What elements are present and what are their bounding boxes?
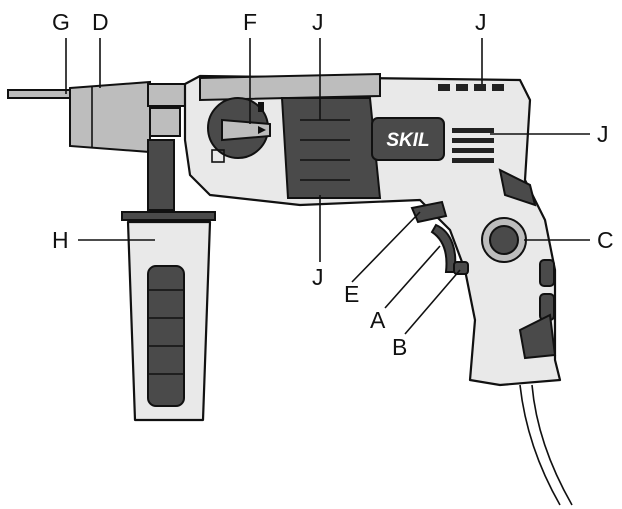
brand-logo: SKIL <box>386 130 429 151</box>
drill-housing <box>183 72 573 506</box>
label-e: E <box>344 281 359 307</box>
label-h: H <box>52 227 69 253</box>
auxiliary-handle <box>121 139 216 422</box>
label-g: G <box>52 9 70 35</box>
label-c: C <box>597 227 614 253</box>
drill-chuck <box>69 80 187 154</box>
label-j-top-right: J <box>475 9 487 35</box>
label-d: D <box>92 9 109 35</box>
label-b: B <box>392 334 407 360</box>
lock-button[interactable] <box>453 261 469 275</box>
label-j-right: J <box>597 121 609 147</box>
on-off-trigger[interactable] <box>430 223 457 273</box>
label-j-top: J <box>312 9 324 35</box>
label-j-bottom: J <box>312 264 324 290</box>
speed-control-wheel[interactable] <box>481 217 527 263</box>
mode-selector-knob[interactable] <box>207 97 271 159</box>
rotation-direction-switch[interactable] <box>410 200 448 224</box>
label-f: F <box>243 9 257 35</box>
label-a: A <box>370 307 386 333</box>
drill-mode-icon <box>258 102 264 112</box>
hammer-mode-icon <box>211 149 225 163</box>
leader-lines <box>65 38 590 335</box>
